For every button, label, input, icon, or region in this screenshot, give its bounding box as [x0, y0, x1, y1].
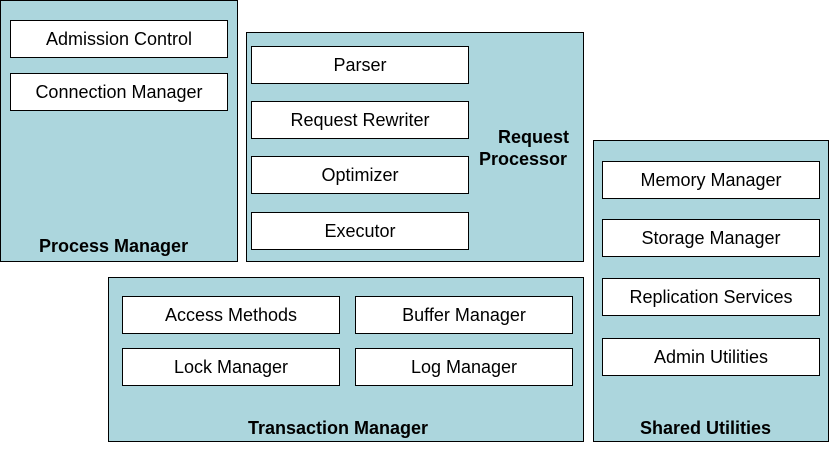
buffer-manager-box: Buffer Manager [355, 296, 573, 334]
parser-box: Parser [251, 46, 469, 84]
admin-utilities-box: Admin Utilities [602, 338, 820, 376]
request-processor-title-line2: Processor [479, 149, 568, 169]
storage-manager-box: Storage Manager [602, 219, 820, 257]
connection-manager-box: Connection Manager [10, 73, 228, 111]
log-manager-box: Log Manager [355, 348, 573, 386]
admission-control-box: Admission Control [10, 20, 228, 58]
executor-box: Executor [251, 212, 469, 250]
replication-services-box: Replication Services [602, 278, 820, 316]
access-methods-box: Access Methods [122, 296, 340, 334]
request-rewriter-box: Request Rewriter [251, 101, 469, 139]
request-processor-panel: Parser Request Rewriter Optimizer Execut… [246, 32, 584, 262]
transaction-manager-title: Transaction Manager [248, 418, 429, 438]
shared-utilities-title: Shared Utilities [640, 418, 772, 438]
request-processor-title-line1: Request [498, 127, 570, 147]
optimizer-box: Optimizer [251, 156, 469, 194]
process-manager-panel: Admission Control Connection Manager Pro… [0, 0, 238, 262]
shared-utilities-panel: Memory Manager Storage Manager Replicati… [593, 140, 829, 442]
transaction-manager-panel: Access Methods Buffer Manager Lock Manag… [108, 277, 584, 442]
lock-manager-box: Lock Manager [122, 348, 340, 386]
memory-manager-box: Memory Manager [602, 161, 820, 199]
process-manager-title: Process Manager [39, 236, 189, 256]
